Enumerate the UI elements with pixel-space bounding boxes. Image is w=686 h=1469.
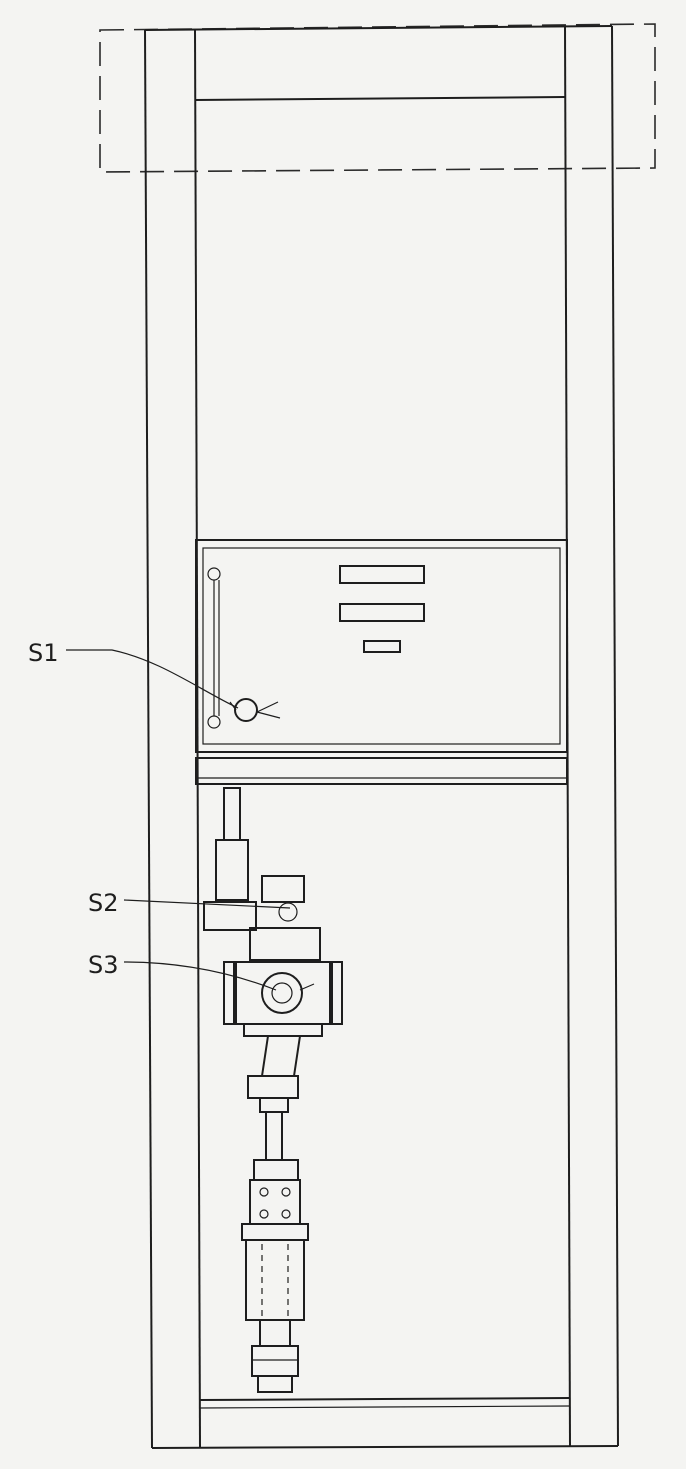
top-dashed-outline	[99, 23, 656, 173]
label-s2: S2	[88, 889, 119, 917]
s3-leader	[123, 961, 277, 991]
display-window-1	[339, 565, 425, 584]
pump-assembly	[203, 787, 343, 1393]
display-window-2	[339, 603, 425, 622]
s2-leader	[123, 899, 291, 909]
screw-bottom	[207, 715, 221, 729]
display-box	[195, 539, 568, 753]
s1-switch	[234, 698, 258, 722]
top-panel	[194, 96, 566, 101]
label-s3: S3	[88, 951, 119, 979]
s1-leader	[66, 649, 239, 709]
display-window-3	[363, 640, 401, 653]
s2-valve	[203, 901, 257, 931]
outer-frame	[144, 25, 619, 1449]
s3-meter	[233, 961, 333, 1025]
screw-top	[207, 567, 221, 581]
display-base	[195, 757, 568, 785]
label-s1: S1	[28, 639, 59, 667]
base-strip	[199, 1397, 571, 1409]
